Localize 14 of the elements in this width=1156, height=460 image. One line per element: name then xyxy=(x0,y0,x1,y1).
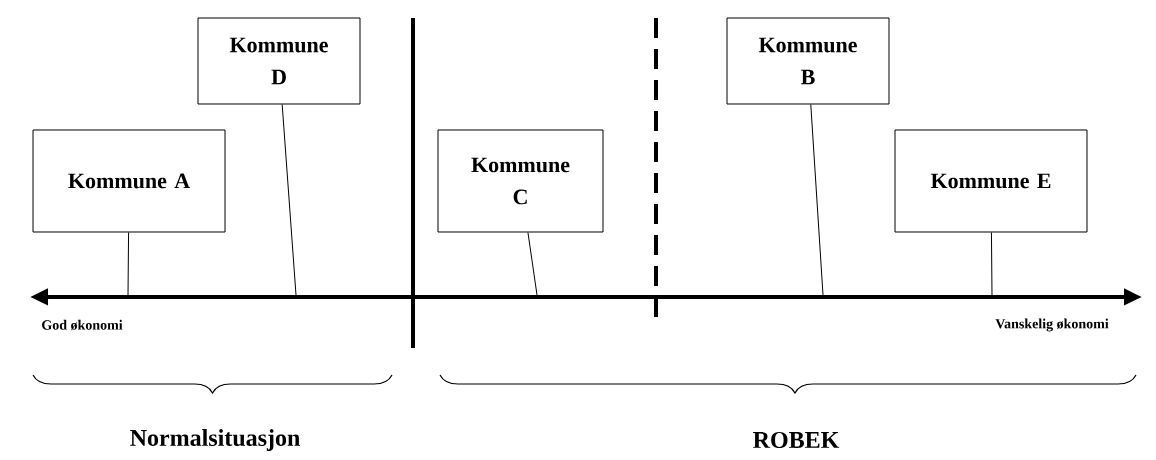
leader-line xyxy=(127,232,130,296)
label-box: Kommune D xyxy=(197,17,361,105)
label-box: Kommune E xyxy=(894,129,1088,233)
axis-label: Vanskelig økonomi xyxy=(995,318,1109,332)
leader-line xyxy=(990,232,993,296)
label-box: Kommune A xyxy=(32,129,226,233)
leader-line xyxy=(810,104,824,296)
axis-label: Normalsituasjon xyxy=(130,429,300,451)
axis-label: God økonomi xyxy=(42,319,123,331)
label-box: Kommune C xyxy=(437,129,604,233)
leader-line xyxy=(281,104,297,296)
label-box: Kommune B xyxy=(726,17,890,105)
leader-line xyxy=(527,232,538,296)
axis-label: ROBEK xyxy=(753,431,840,449)
